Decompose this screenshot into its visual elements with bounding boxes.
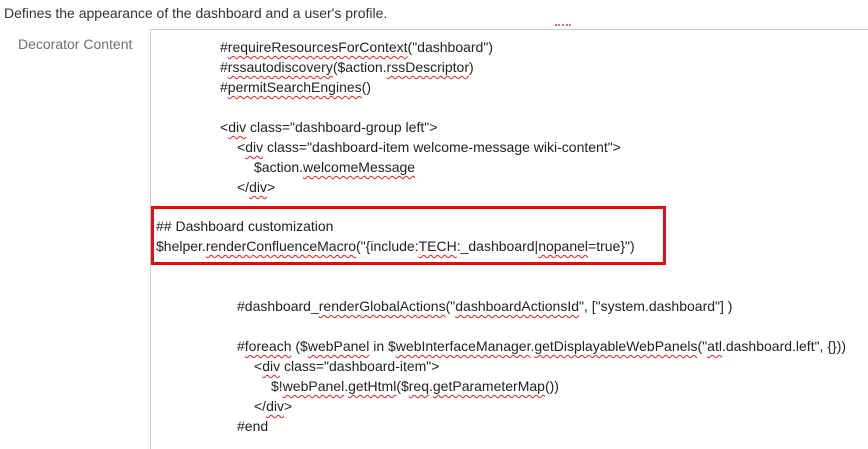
decorator-content-editor[interactable] <box>150 29 868 449</box>
code-line-1: #requireResourcesForContext("dashboard") <box>220 39 493 55</box>
code-line-6: <div class="dashboard-item welcome-messa… <box>237 139 621 155</box>
code-line-2: #rssautodiscovery($action.rssDescriptor) <box>220 59 474 75</box>
code-line-5: <div class="dashboard-group left"> <box>220 119 438 135</box>
code-line-17: <div class="dashboard-item"> <box>254 358 440 374</box>
code-line-3: #permitSearchEngines() <box>220 79 371 95</box>
code-line-16: #foreach ($webPanel in $webInterfaceMana… <box>237 338 847 354</box>
code-line-14: #dashboard_renderGlobalActions("dashboar… <box>237 298 733 314</box>
highlight-box <box>151 206 666 265</box>
code-line-20: #end <box>237 418 269 434</box>
code-line-11: $helper.renderConfluenceMacro("{include:… <box>156 238 635 254</box>
code-line-10: ## Dashboard customization <box>156 218 334 234</box>
spellcheck-dots <box>555 24 571 32</box>
code-line-19: </div> <box>254 398 293 414</box>
code-line-7: $action.welcomeMessage <box>254 159 416 175</box>
decorator-content-label: Decorator Content <box>18 36 133 52</box>
code-line-18: $!webPanel.getHtml($req.getParameterMap(… <box>271 378 559 394</box>
field-description: Defines the appearance of the dashboard … <box>4 5 388 21</box>
code-line-8: </div> <box>237 179 276 195</box>
